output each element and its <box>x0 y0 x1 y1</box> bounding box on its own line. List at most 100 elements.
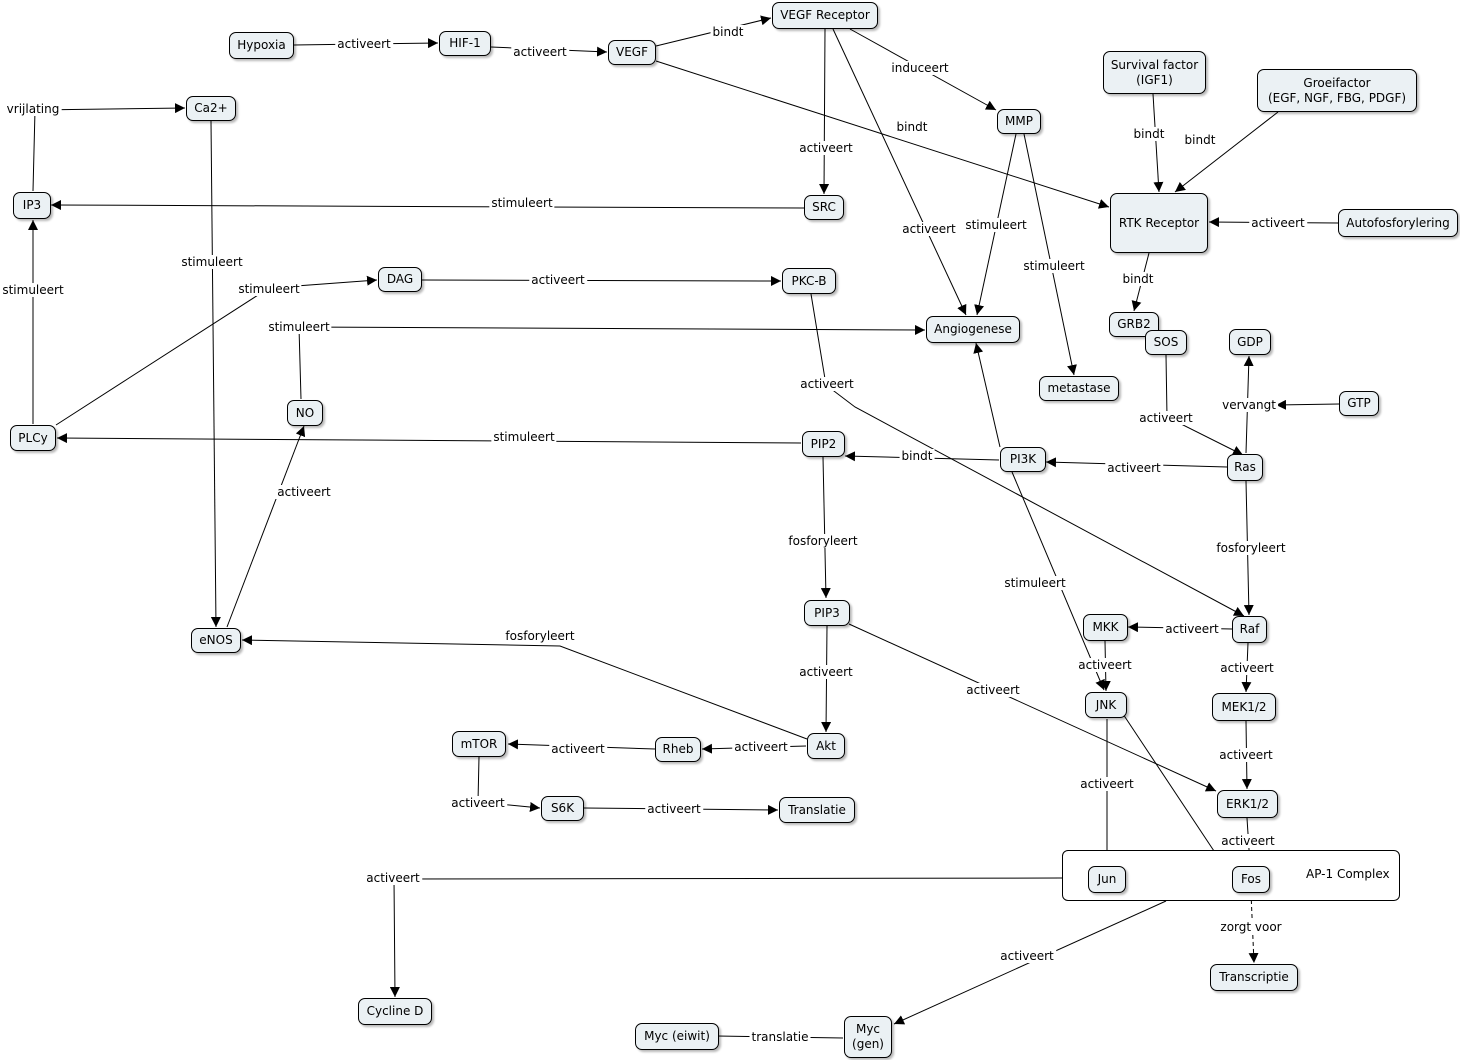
label-plcy-ip3: stimuleert <box>0 283 66 297</box>
node-fos[interactable]: Fos <box>1232 866 1270 893</box>
node-plcy[interactable]: PLCy <box>10 425 56 451</box>
node-myc-gen[interactable]: Myc (gen) <box>844 1016 892 1058</box>
node-hif1-label: HIF-1 <box>449 36 481 50</box>
label-pip2-pip3: fosforyleert <box>786 534 860 548</box>
node-translatie[interactable]: Translatie <box>779 797 855 823</box>
node-gdp[interactable]: GDP <box>1229 329 1271 355</box>
node-mkk[interactable]: MKK <box>1083 614 1128 641</box>
node-mmp[interactable]: MMP <box>997 109 1041 134</box>
node-vegf-label: VEGF <box>616 45 648 59</box>
edge-pip2-plcy <box>56 433 802 444</box>
node-cycline-d[interactable]: Cycline D <box>358 998 432 1025</box>
node-groeifactor-label: Groeifactor (EGF, NGF, FBG, PDGF) <box>1267 75 1407 105</box>
label-gtp-vervangt: vervangt <box>1220 398 1278 412</box>
node-pi3k[interactable]: PI3K <box>1000 447 1046 472</box>
edge-ap1-cycline <box>389 877 1063 998</box>
label-pkcb-raf: activeert <box>798 377 856 391</box>
node-sos-label: SOS <box>1153 335 1179 349</box>
node-enos[interactable]: eNOS <box>191 628 241 653</box>
edge-survival-rtk <box>1152 93 1164 193</box>
node-s6k[interactable]: S6K <box>541 796 584 821</box>
node-rheb[interactable]: Rheb <box>655 737 701 762</box>
label-receptor-src: activeert <box>797 141 855 155</box>
label-plcy-dag: stimuleert <box>236 282 302 296</box>
edge-vegf-rtk <box>655 60 1110 209</box>
node-mkk-label: MKK <box>1092 620 1119 634</box>
node-mtor[interactable]: mTOR <box>452 731 506 757</box>
node-cycline-d-label: Cycline D <box>366 1004 424 1018</box>
edge-gtp-vervangt <box>1275 399 1340 410</box>
label-jnk-jun: activeert <box>1078 777 1136 791</box>
ap1-complex-title: AP-1 Complex <box>1306 867 1390 881</box>
node-ip3[interactable]: IP3 <box>13 192 51 219</box>
label-vrijlating: vrijlating <box>4 102 62 116</box>
node-vegf-receptor[interactable]: VEGF Receptor <box>772 2 878 29</box>
node-pi3k-label: PI3K <box>1009 452 1037 466</box>
node-no[interactable]: NO <box>287 400 323 426</box>
label-mkk-jnk: activeert <box>1076 658 1134 672</box>
node-transcriptie[interactable]: Transcriptie <box>1210 964 1298 991</box>
label-mmp-metastase: stimuleert <box>1021 259 1087 273</box>
node-angiogenese[interactable]: Angiogenese <box>926 316 1020 343</box>
node-hif1[interactable]: HIF-1 <box>439 31 491 56</box>
node-metastase-label: metastase <box>1047 381 1111 395</box>
label-s6k-translatie: activeert <box>645 802 703 816</box>
node-ras[interactable]: Ras <box>1227 454 1263 481</box>
node-pkcb-label: PKC-B <box>791 273 827 288</box>
node-angiogenese-label: Angiogenese <box>934 322 1012 336</box>
node-sos[interactable]: SOS <box>1145 330 1187 355</box>
node-ip3-label: IP3 <box>22 198 42 212</box>
label-myc-translatie: translatie <box>749 1030 811 1044</box>
node-dag[interactable]: DAG <box>378 267 422 292</box>
edge-ca-enos <box>210 120 221 628</box>
node-myc-eiwit[interactable]: Myc (eiwit) <box>635 1023 719 1050</box>
label-mmp-angio: stimuleert <box>963 218 1029 232</box>
label-ap1-cycline: activeert <box>364 871 422 885</box>
node-hypoxia[interactable]: Hypoxia <box>229 32 294 59</box>
node-pip3[interactable]: PIP3 <box>804 600 850 626</box>
node-vegf[interactable]: VEGF <box>608 40 656 65</box>
label-fos-transcriptie: zorgt voor <box>1218 920 1284 934</box>
label-raf-mkk: activeert <box>1163 622 1221 636</box>
node-mmp-label: MMP <box>1005 114 1033 128</box>
label-pip3-erk: activeert <box>964 683 1022 697</box>
node-ca2[interactable]: Ca2+ <box>186 96 236 121</box>
label-ras-raf: fosforyleert <box>1214 541 1288 555</box>
node-mek12-label: MEK1/2 <box>1221 699 1267 714</box>
node-rheb-label: Rheb <box>662 742 694 756</box>
label-src-ip3: stimuleert <box>489 196 555 210</box>
node-jun[interactable]: Jun <box>1088 866 1126 893</box>
node-rtk-receptor[interactable]: RTK Receptor <box>1110 193 1208 253</box>
label-pi3k-pip2: bindt <box>899 449 935 463</box>
node-erk12[interactable]: ERK1/2 <box>1217 790 1278 818</box>
node-pkcb[interactable]: PKC-B <box>782 268 836 294</box>
node-pip2[interactable]: PIP2 <box>802 431 845 457</box>
node-raf[interactable]: Raf <box>1232 616 1267 643</box>
edge-mmp-metastase <box>1023 133 1077 376</box>
node-gtp-label: GTP <box>1347 396 1371 410</box>
label-akt-enos: fosforyleert <box>503 629 577 643</box>
node-myc-eiwit-label: Myc (eiwit) <box>644 1029 710 1043</box>
edge-pip2-pip3 <box>820 456 831 599</box>
edge-plcy-dag <box>55 275 378 426</box>
node-gtp[interactable]: GTP <box>1339 391 1379 416</box>
label-akt-rheb: activeert <box>732 740 790 754</box>
node-mek12[interactable]: MEK1/2 <box>1212 693 1276 721</box>
node-src[interactable]: SRC <box>804 195 844 220</box>
label-raf-mek: activeert <box>1218 661 1276 675</box>
label-dag-pkcb: activeert <box>529 273 587 287</box>
node-metastase[interactable]: metastase <box>1039 376 1119 401</box>
node-autofosforylering-label: Autofosforylering <box>1346 215 1450 230</box>
node-pip2-label: PIP2 <box>810 436 837 451</box>
label-receptor-mmp: induceert <box>889 61 951 75</box>
edge-enos-no <box>226 425 306 628</box>
edge-pkcb-raf <box>810 293 1245 617</box>
label-mtor-s6k: activeert <box>449 796 507 810</box>
node-autofosforylering[interactable]: Autofosforylering <box>1338 209 1458 237</box>
node-groeifactor[interactable]: Groeifactor (EGF, NGF, FBG, PDGF) <box>1257 69 1417 112</box>
node-survival-factor[interactable]: Survival factor (IGF1) <box>1103 51 1206 94</box>
label-rtk-grb2: bindt <box>1120 272 1156 286</box>
node-jnk[interactable]: JNK <box>1085 692 1127 718</box>
node-akt[interactable]: Akt <box>807 733 845 759</box>
label-survival-rtk: bindt <box>1131 127 1167 141</box>
